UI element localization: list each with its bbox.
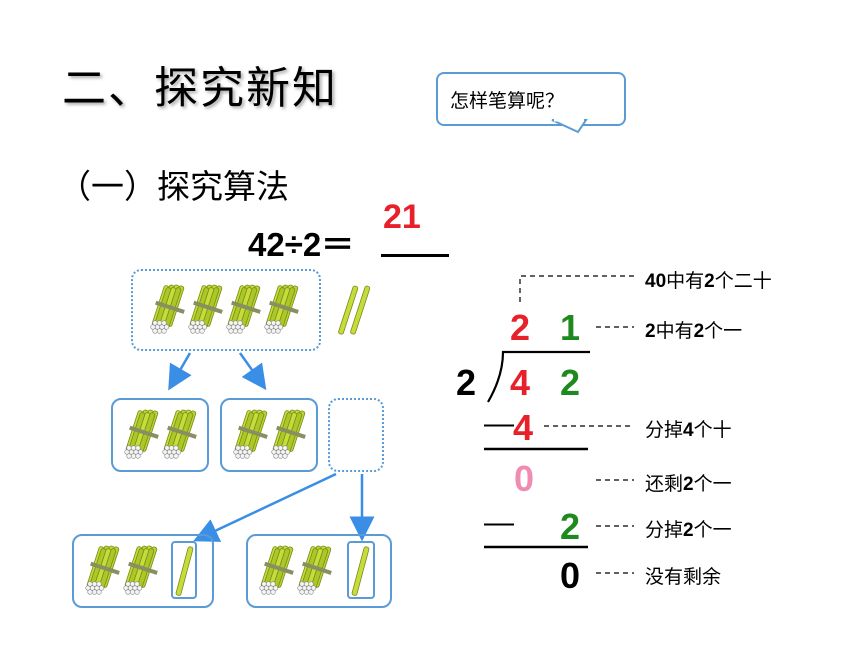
note-subtract-tens: 分掉4个十 [645,419,732,441]
answer-underline [381,254,449,257]
page-title: 二、探究新知 [62,63,338,114]
subtract-tens: 4 [513,407,534,448]
note-quotient-tens: 40中有2个二十 [645,270,772,292]
sticks-share-1-tens [111,398,209,472]
division-bracket [487,350,590,403]
minus-sign-1: — [484,407,514,440]
section-subtitle: （一）探究算法 [58,167,289,206]
leader-quotient-tens [519,275,638,302]
arrow-left [168,352,192,391]
subtract-ones: 2 [560,506,581,547]
sticks-group-total [131,269,321,351]
arrow-remainder-left [193,472,337,542]
speech-bubble-tail [551,118,588,134]
dividend-tens: 4 [510,362,531,403]
bubble-text: 怎样笔算呢？ [450,90,565,112]
division-equation: 42÷2＝ [248,226,355,263]
dividend-ones: 2 [560,362,581,403]
minus-sign-2: — [484,506,514,539]
final-share-1-art [85,541,197,599]
speech-bubble [436,72,626,126]
final-share-1 [72,534,214,608]
final-share-2 [246,534,392,608]
quotient-ones: 1 [560,307,581,348]
quotient-tens: 2 [510,307,531,348]
note-subtract-ones: 分掉2个一 [645,519,732,541]
remainder-after-tens: 0 [514,458,535,499]
note-no-remainder: 没有剩余 [645,566,722,588]
final-remainder: 0 [560,555,581,596]
remainder-ones-box [328,398,384,472]
divisor: 2 [456,362,477,403]
note-remainder: 还剩2个一 [645,473,732,495]
equation-answer: 21 [383,198,421,236]
final-share-2-art [259,541,375,599]
sticks-share-2-tens [220,398,318,472]
arrow-right [238,352,267,391]
note-quotient-ones: 2中有2个一 [645,320,743,342]
